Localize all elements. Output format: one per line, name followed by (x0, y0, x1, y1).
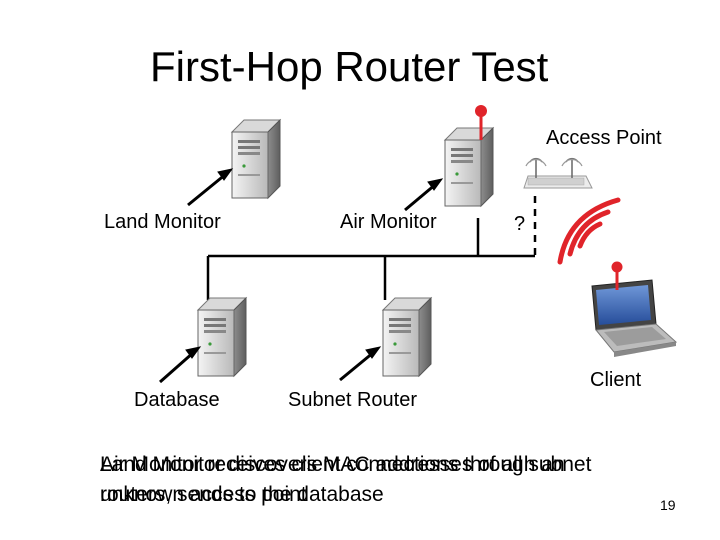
access-point-label: Access Point (546, 127, 662, 149)
pointer-arrows (159, 168, 444, 384)
client-laptop-icon (591, 279, 678, 357)
database-server (197, 297, 247, 377)
subnet-router-label: Subnet Router (288, 389, 417, 411)
subnet-router-server (382, 297, 432, 377)
caption-air-monitor-line1: Air Monitor receives client connections … (100, 453, 565, 476)
client-antenna-icon (611, 261, 623, 290)
database-label: Database (134, 389, 220, 411)
caption-air-monitor-line2: unknown access point (100, 483, 307, 506)
air-monitor-server (444, 127, 494, 207)
unknown-link-label: ? (514, 213, 526, 235)
caption-land-monitor-line1: Land Monitor discovers MAC addresses of … (100, 453, 592, 476)
slide-title: First-Hop Router Test (150, 43, 549, 90)
client-label: Client (590, 369, 642, 391)
land-monitor-server (231, 119, 281, 199)
network-bus (206, 218, 535, 300)
wireless-signal-icon (557, 197, 621, 265)
land-monitor-label: Land Monitor (104, 211, 221, 233)
air-monitor-label: Air Monitor (340, 211, 437, 233)
caption-land-monitor-line2: routers, sends to the database (100, 483, 384, 506)
access-point-icon (523, 157, 593, 189)
page-number: 19 (660, 497, 676, 513)
air-monitor-antenna-icon (475, 105, 487, 140)
